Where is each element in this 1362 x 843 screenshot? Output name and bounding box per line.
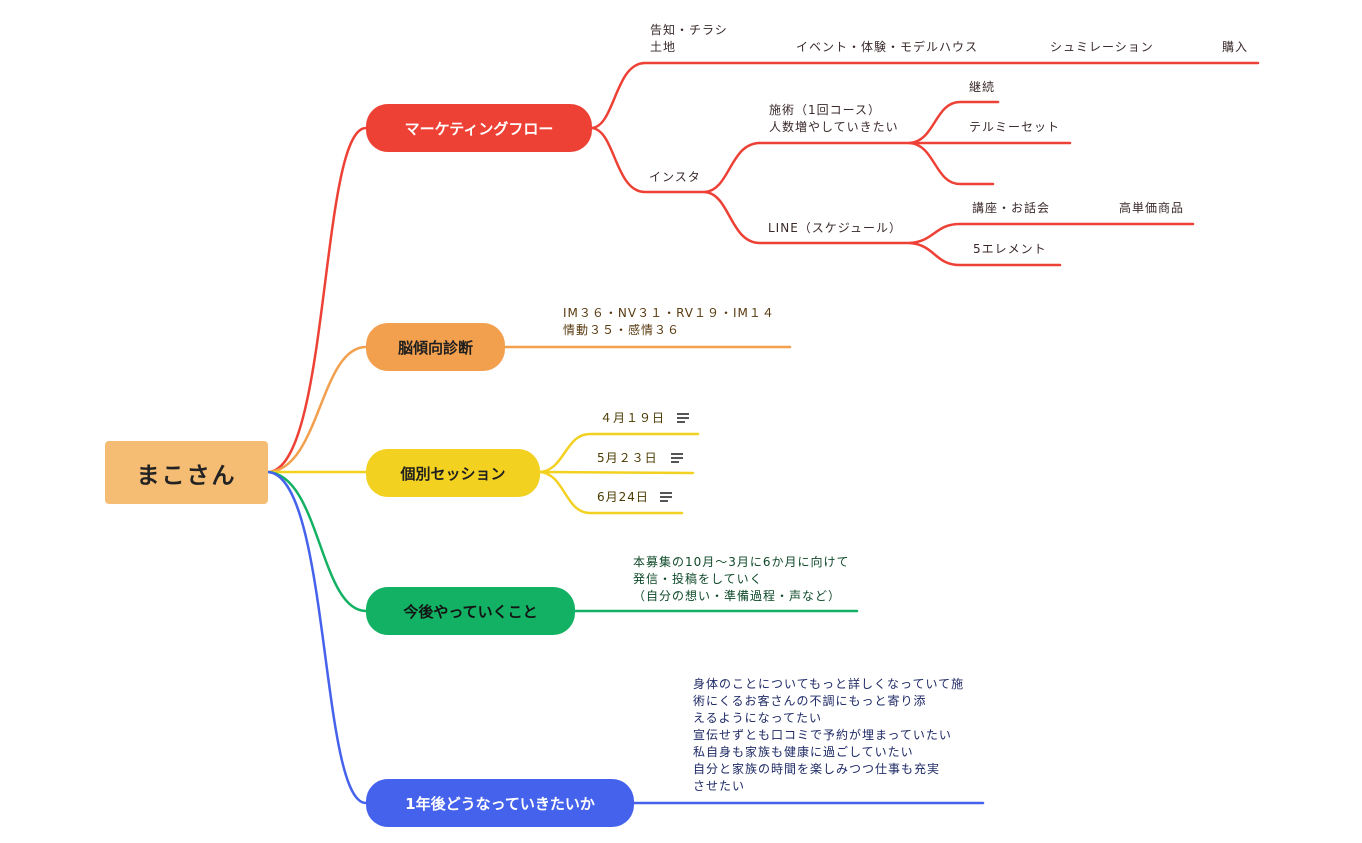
note-lines-icon[interactable] — [677, 413, 689, 423]
node-five-element[interactable]: 5エレメント — [973, 242, 1047, 256]
node-event[interactable]: イベント・体験・モデルハウス — [796, 40, 979, 54]
node-purchase[interactable]: 購入 — [1222, 40, 1249, 54]
connector-date-2 — [538, 470, 695, 475]
node-lecture[interactable]: 講座・お話会 — [972, 201, 1051, 215]
root-node[interactable]: まこさん — [105, 441, 268, 504]
node-continue[interactable]: 継続 — [969, 80, 996, 94]
branch-one-year-goal[interactable]: 1年後どうなっていきたいか — [366, 779, 634, 827]
node-simulation[interactable]: シュミレーション — [1050, 40, 1154, 54]
branch-future-plans[interactable]: 今後やっていくこと — [366, 587, 575, 635]
connector-five-element — [908, 241, 1062, 267]
connector-brain — [266, 345, 368, 474]
node-line-schedule[interactable]: LINE（スケジュール） — [768, 221, 902, 235]
connector-line — [703, 190, 912, 245]
connector-insta — [590, 126, 707, 194]
connector-one-year — [266, 470, 368, 805]
node-high-price-product[interactable]: 高単価商品 — [1119, 201, 1185, 215]
connector-date-3 — [538, 470, 684, 515]
node-future-detail[interactable]: 本募集の10月〜3月に6か月に向けて 発信・投稿をしていく （自分の想い・準備過… — [633, 555, 850, 603]
node-one-year-detail[interactable]: 身体のことについてもっと詳しくなっていて施 術にくるお客さんの不調にもっと寄り添… — [693, 677, 965, 793]
connector-continue — [908, 100, 1000, 145]
connector-marketing — [266, 126, 368, 474]
branch-individual-session[interactable]: 個別セッション — [366, 449, 540, 497]
note-lines-icon[interactable] — [660, 492, 672, 502]
connector-treatment — [703, 141, 912, 194]
branch-marketing-flow[interactable]: マーケティングフロー — [366, 104, 592, 152]
branch-brain-diagnosis[interactable]: 脳傾向診断 — [366, 323, 505, 371]
connector-date-1 — [538, 432, 700, 474]
connector-flow-top — [590, 61, 1260, 130]
connector-future — [266, 470, 368, 613]
node-date-2[interactable]: 5月２３日 — [597, 451, 658, 465]
node-flow-top[interactable]: 告知・チラシ 土地 — [650, 23, 728, 54]
node-telmy-set[interactable]: テルミーセット — [969, 120, 1061, 134]
node-treatment[interactable]: 施術（1回コース） 人数増やしていきたい — [769, 103, 899, 134]
node-insta[interactable]: インスタ — [649, 170, 701, 184]
node-date-3[interactable]: 6月24日 — [597, 490, 649, 504]
connector-lecture — [908, 222, 1195, 245]
node-date-1[interactable]: ４月１９日 — [600, 411, 666, 425]
note-lines-icon[interactable] — [671, 453, 683, 463]
connector-blank — [908, 141, 995, 186]
node-brain-detail[interactable]: IM３６・NV３１・RV１９・IM１４ 情動３５・感情３６ — [563, 306, 775, 337]
